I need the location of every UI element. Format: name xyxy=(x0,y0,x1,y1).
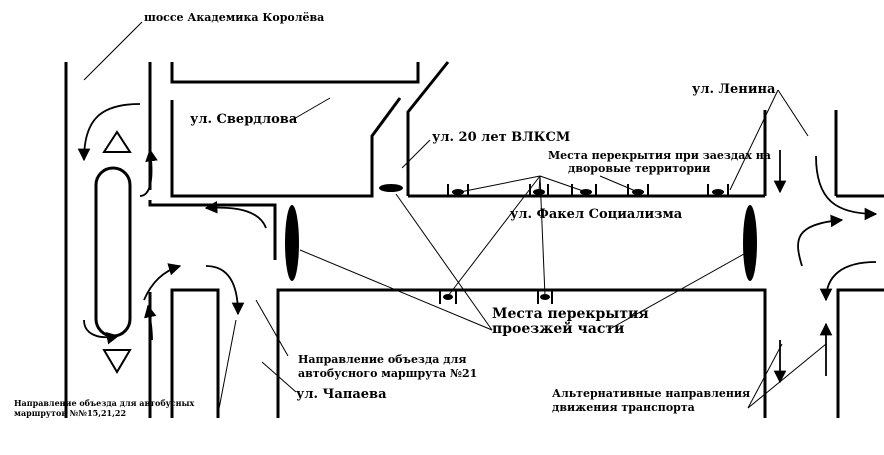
road-edges xyxy=(64,61,884,418)
label-vlksm-street: ул. 20 лет ВЛКСМ xyxy=(432,130,570,145)
label-alternative-1: Альтернативные направления xyxy=(552,387,750,400)
label-detour-21-2: автобусного маршрута №21 xyxy=(298,367,477,380)
leader-sverdlova xyxy=(291,97,331,121)
alt-arrow-north-turn xyxy=(797,214,844,267)
north-direction-arrow-icon xyxy=(102,130,132,153)
label-lenina-street: ул. Ленина xyxy=(692,82,776,97)
detour-arrow-15 xyxy=(205,265,245,316)
bottom-right-block xyxy=(836,288,884,418)
label-fakel-street: ул. Факел Социализма xyxy=(510,207,683,222)
yard-closure-5 xyxy=(712,189,724,195)
leader-lenina-2 xyxy=(777,89,809,137)
vlksm-edge xyxy=(406,61,450,196)
label-detour-21-1: Направление объезда для xyxy=(298,353,466,366)
leader-korolev xyxy=(83,21,143,81)
alt-arrow-south-turn xyxy=(819,261,877,302)
detour-arrows xyxy=(77,103,878,384)
label-chapaeva-street: ул. Чапаева xyxy=(296,387,387,402)
yard-closure-1 xyxy=(452,189,464,195)
road-closure-gap-2 xyxy=(540,294,550,300)
closure-block-east xyxy=(743,205,757,281)
sverdlova-block xyxy=(170,97,402,198)
detour-arrow-up-right xyxy=(139,148,158,197)
chapaeva-block xyxy=(170,288,220,418)
detour-arrow-southwest xyxy=(83,319,120,345)
leader-lenina-1 xyxy=(729,89,779,191)
highway-median xyxy=(94,166,132,338)
label-detour-15-2: маршрутов №№15,21,22 xyxy=(14,408,126,418)
road-closure-gap-1 xyxy=(443,294,453,300)
label-yard-closures-1: Места перекрытия при заездах на xyxy=(548,149,771,162)
yard-gap-ticks xyxy=(439,184,729,304)
label-alternative-2: движения транспорта xyxy=(552,401,695,414)
leader-vlksm xyxy=(401,139,431,169)
detour-arrow-21 xyxy=(204,201,267,229)
label-road-closures-2: проезжей части xyxy=(492,320,624,337)
label-sverdlova-street: ул. Свердлова xyxy=(190,112,298,127)
label-yard-closures-2: дворовые территории xyxy=(568,162,710,175)
closure-block-vlksm xyxy=(379,184,403,192)
label-detour-15-1: Направление объезда для автобусных xyxy=(14,398,195,408)
leader-lines xyxy=(83,21,827,415)
highway-right-corner xyxy=(148,200,277,260)
closure-blocks xyxy=(285,184,757,300)
bottom-long-block xyxy=(276,288,767,418)
top-block xyxy=(170,62,420,84)
label-road-closures-1: Места перекрытия xyxy=(492,306,649,322)
detour-arrow-to-chapaeva xyxy=(143,263,182,301)
label-korolev-highway: шоссе Академика Королёва xyxy=(144,11,324,24)
detour-arrow-median-return xyxy=(144,304,157,341)
alt-arrow-east xyxy=(815,155,878,221)
detour-arrow-northwest xyxy=(77,103,141,162)
south-direction-arrow-icon xyxy=(102,349,132,374)
closure-block-west xyxy=(285,205,299,281)
